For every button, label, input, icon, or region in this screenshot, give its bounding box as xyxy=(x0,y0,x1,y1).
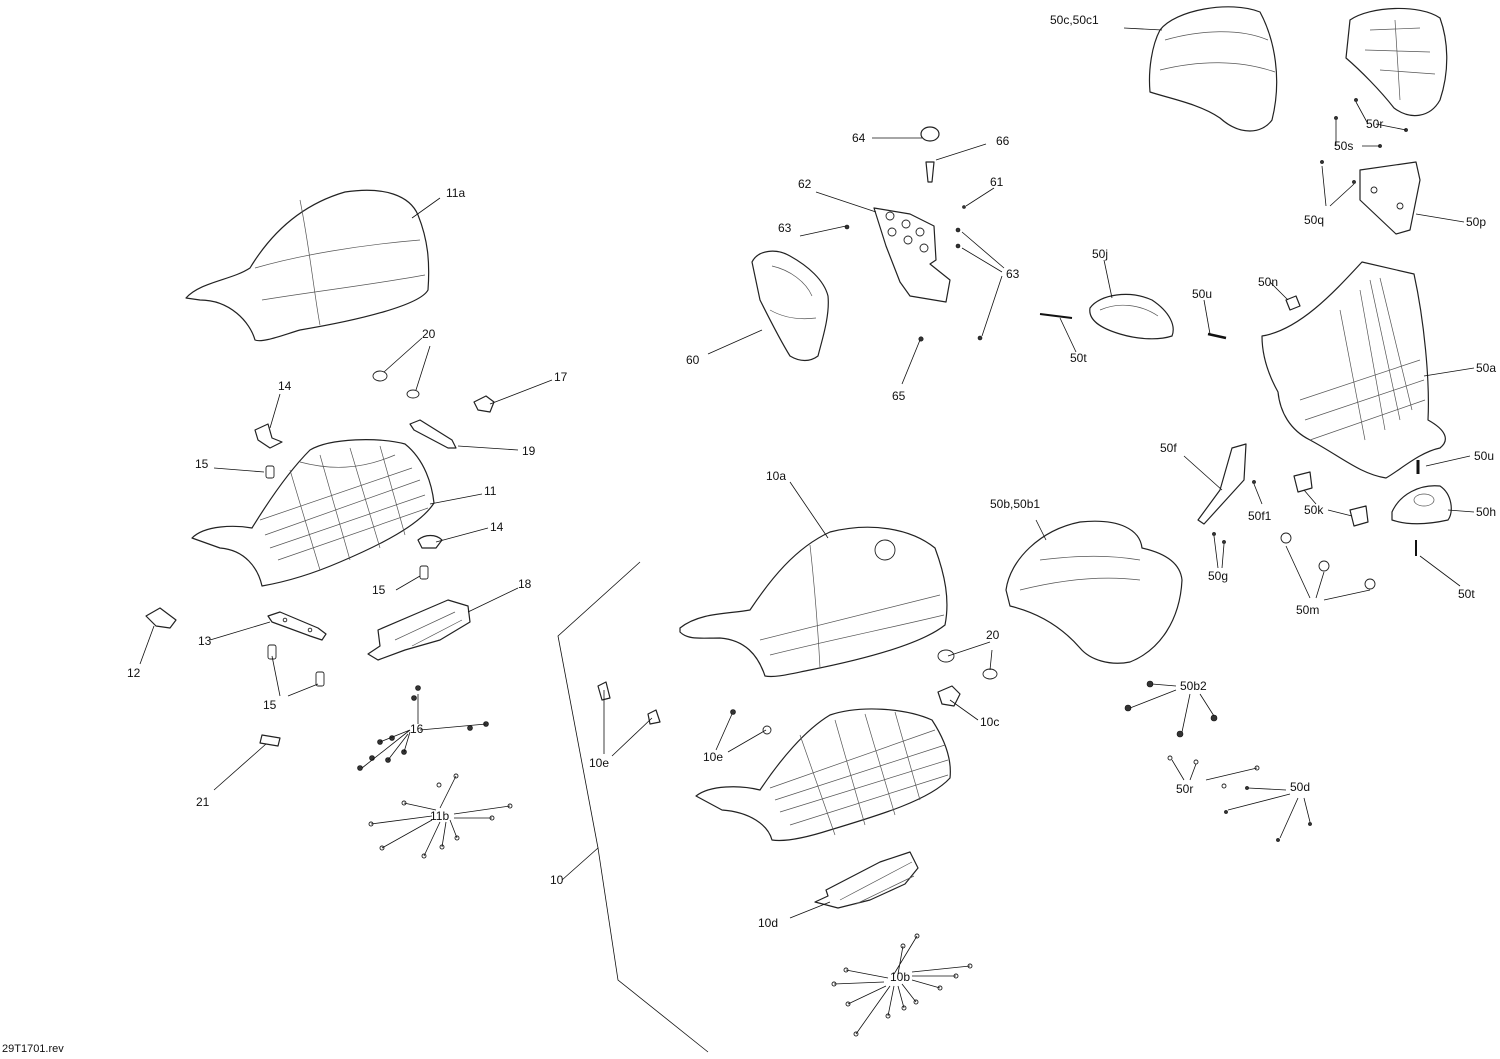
bracket-14a xyxy=(254,423,283,449)
backrest-cover-50c xyxy=(1148,6,1278,132)
footrest-50h xyxy=(1391,485,1452,525)
label-20: 20 xyxy=(986,628,1000,642)
grommets-20 xyxy=(372,370,420,399)
label-50t: 50t xyxy=(1070,351,1087,365)
backrest-frame-50 xyxy=(1345,7,1448,117)
label-50g: 50g xyxy=(1208,569,1228,583)
label-63: 63 xyxy=(1006,267,1020,281)
label-50m: 50m xyxy=(1296,603,1319,617)
label-50r: 50r xyxy=(1366,117,1383,131)
seat-cover-10a xyxy=(679,526,948,678)
pins-50t-50u xyxy=(1039,313,1420,556)
heat-shield-18 xyxy=(367,599,471,661)
label-21: 21 xyxy=(196,795,210,809)
spacers-15 xyxy=(265,465,429,687)
label-18: 18 xyxy=(518,577,532,591)
label-50d: 50d xyxy=(1290,780,1310,794)
grommets-20b xyxy=(937,649,998,680)
label-10c: 10c xyxy=(980,715,999,729)
fasteners-16 xyxy=(357,685,489,771)
label-50j: 50j xyxy=(1092,247,1108,261)
cushions-50k xyxy=(1293,471,1369,527)
label-14: 14 xyxy=(490,520,504,534)
label-20: 20 xyxy=(422,327,436,341)
fasteners-10b xyxy=(831,933,973,1037)
strap-19 xyxy=(409,419,457,449)
seat-cover-11a xyxy=(185,189,430,342)
label-19: 19 xyxy=(522,444,536,458)
label-65: 65 xyxy=(892,389,906,403)
leader-lines xyxy=(139,27,1475,1053)
seat-base-10 xyxy=(695,708,951,842)
label-50b2: 50b2 xyxy=(1180,679,1207,693)
bracket-plate-62 xyxy=(873,207,951,303)
clips-10e xyxy=(597,681,772,735)
label-50u: 50u xyxy=(1474,449,1494,463)
label-62: 62 xyxy=(798,177,812,191)
callout-labels: 11a 20 14 17 19 15 11 14 15 18 12 13 15 … xyxy=(127,13,1496,984)
label-10d: 10d xyxy=(758,916,778,930)
label-10e: 10e xyxy=(589,756,609,770)
bracket-13 xyxy=(267,611,327,641)
bracket-50p xyxy=(1359,161,1421,235)
label-16: 16 xyxy=(410,722,424,736)
lever-50f xyxy=(1197,443,1247,525)
label-13: 13 xyxy=(198,634,212,648)
label-10a: 10a xyxy=(766,469,786,483)
heat-shield-10d xyxy=(814,851,919,909)
backrest-pad-60 xyxy=(751,250,829,362)
label-50t: 50t xyxy=(1458,587,1475,601)
label-60: 60 xyxy=(686,353,700,367)
bumpers-50m xyxy=(1280,532,1376,590)
label-15: 15 xyxy=(372,583,386,597)
drawing-reference: 29T1701.rev xyxy=(2,1043,64,1055)
label-66: 66 xyxy=(996,134,1010,148)
label-17: 17 xyxy=(554,370,568,384)
label-50b-50b1: 50b,50b1 xyxy=(990,497,1040,511)
label-11a: 11a xyxy=(446,186,465,200)
label-50r: 50r xyxy=(1176,782,1193,796)
label-50p: 50p xyxy=(1466,215,1486,229)
fasteners-50b2 xyxy=(1124,680,1218,738)
bracket-50n xyxy=(1285,295,1301,311)
label-50n: 50n xyxy=(1258,275,1278,289)
label-10: 10 xyxy=(550,873,564,887)
label-50k: 50k xyxy=(1304,503,1324,517)
label-61: 61 xyxy=(990,175,1004,189)
label-15: 15 xyxy=(263,698,277,712)
seat-base-11 xyxy=(191,439,435,587)
frame-50a xyxy=(1261,261,1446,479)
handle-50j xyxy=(1089,293,1174,340)
label-64: 64 xyxy=(852,131,866,145)
latch-17 xyxy=(473,395,495,413)
clip-12 xyxy=(145,607,177,629)
label-10e: 10e xyxy=(703,750,723,764)
label-15: 15 xyxy=(195,457,209,471)
label-11b: 11b xyxy=(430,809,449,823)
label-50s: 50s xyxy=(1334,139,1353,153)
label-50h: 50h xyxy=(1476,505,1496,519)
label-50c-50c1: 50c,50c1 xyxy=(1050,13,1099,27)
label-14: 14 xyxy=(278,379,292,393)
knob-64 xyxy=(920,126,940,183)
label-21 xyxy=(259,734,281,747)
label-50q: 50q xyxy=(1304,213,1324,227)
seat-cushion-50b xyxy=(1005,520,1183,664)
label-50a: 50a xyxy=(1476,361,1496,375)
bracket-14b xyxy=(417,534,443,549)
label-12: 12 xyxy=(127,666,141,680)
latch-10c xyxy=(937,685,961,707)
label-11: 11 xyxy=(484,484,497,498)
label-50f: 50f xyxy=(1160,441,1177,455)
label-50f1: 50f1 xyxy=(1248,509,1272,523)
label-10b: 10b xyxy=(890,970,910,984)
label-50u: 50u xyxy=(1192,287,1212,301)
label-63: 63 xyxy=(778,221,792,235)
